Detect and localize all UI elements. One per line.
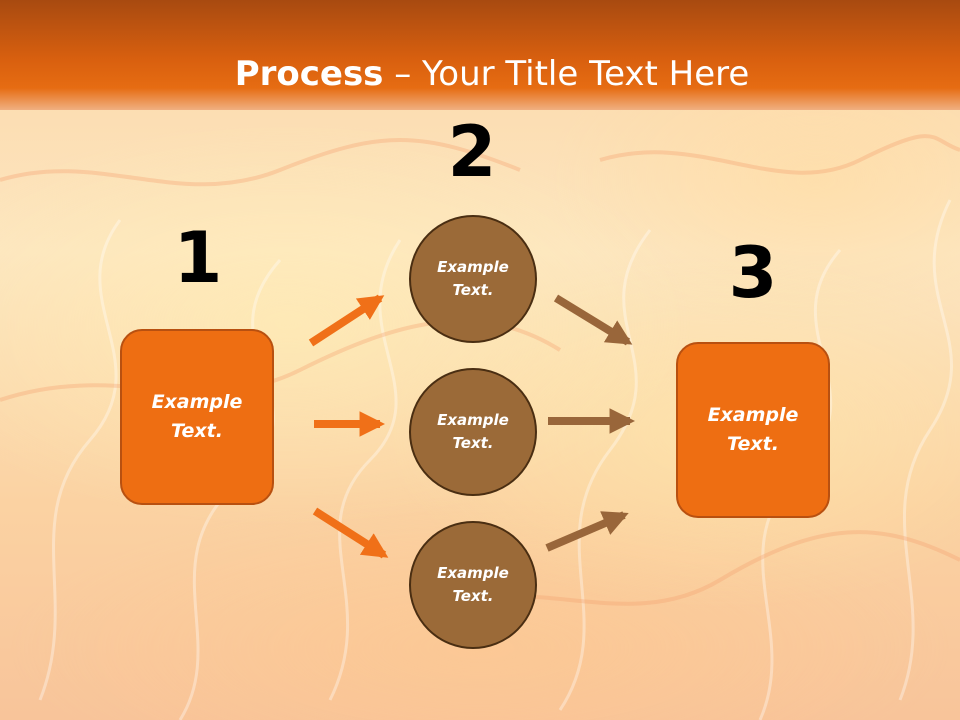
left-box: Example Text.	[120, 329, 274, 505]
step-number-2: 2	[447, 111, 497, 193]
step-number-1: 1	[173, 217, 223, 299]
title-banner	[0, 0, 960, 110]
circle-middle-text: Example Text.	[437, 411, 509, 452]
arrow-bottom-to-right	[545, 511, 629, 552]
circle-bottom: Example Text.	[409, 521, 537, 649]
circle-middle: Example Text.	[409, 368, 537, 496]
circle-top-text: Example Text.	[437, 258, 509, 299]
arrow-left-to-top	[308, 294, 385, 347]
arrow-top-to-right	[553, 294, 633, 346]
right-box-text: Example Text.	[707, 404, 799, 455]
arrow-left-to-bottom	[312, 507, 389, 559]
title-bold: Process	[234, 54, 384, 94]
step-number-3: 3	[728, 232, 778, 314]
left-box-text: Example Text.	[151, 391, 243, 442]
right-box: Example Text.	[676, 342, 830, 518]
circle-bottom-text: Example Text.	[437, 564, 509, 605]
title-rest: – Your Title Text Here	[383, 54, 750, 94]
circle-top: Example Text.	[409, 215, 537, 343]
slide-title: Process – Your Title Text Here	[0, 52, 960, 96]
